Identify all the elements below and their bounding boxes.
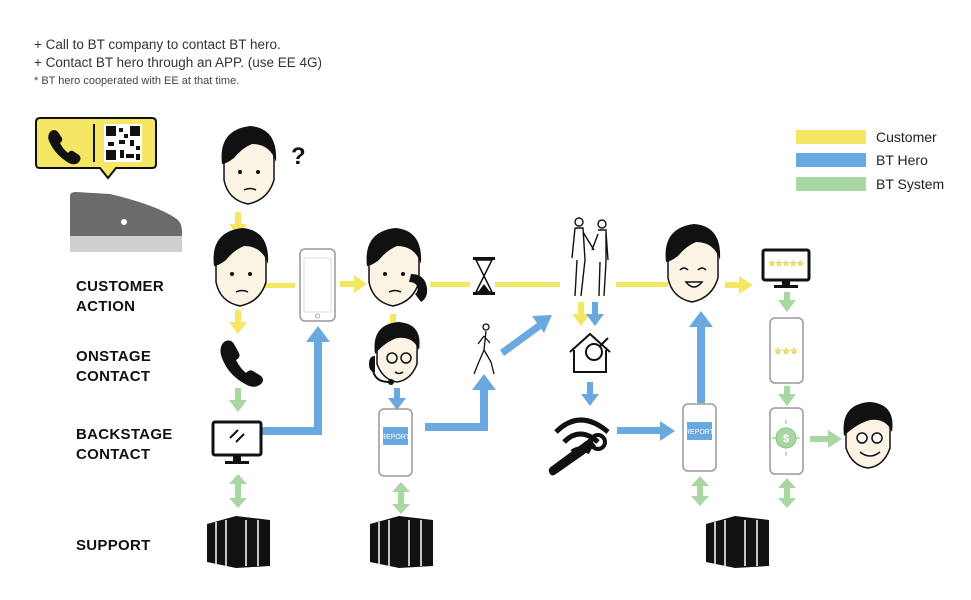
dollar-sign: $	[783, 433, 789, 445]
router-icon	[70, 192, 182, 252]
lane-onstage-contact: ONSTAGE CONTACT	[76, 348, 152, 385]
handshake-icon	[571, 217, 609, 297]
wifi-repair-icon	[548, 417, 610, 476]
note-call: + Call to BT company to contact BT hero.	[34, 37, 281, 52]
note-app: + Contact BT hero through an APP. (use E…	[34, 55, 323, 70]
report-label-2: REPORT	[685, 429, 715, 436]
headset-agent-icon	[369, 322, 420, 385]
legend-customer: Customer	[796, 128, 937, 146]
legend-swatch-customer	[796, 130, 866, 144]
lane-support: SUPPORT	[76, 537, 151, 554]
rating-monitor-icon	[761, 248, 811, 288]
note-ee: * BT hero cooperated with EE at that tim…	[34, 75, 240, 87]
legend-swatch-hero	[796, 153, 866, 167]
rating-stars-phone: ★★★	[774, 346, 798, 356]
legend-bt-system: BT System	[796, 175, 944, 193]
legend-swatch-system	[796, 177, 866, 191]
smartphone-icon	[299, 248, 336, 322]
lane-backstage-contact: BACKSTAGE CONTACT	[76, 426, 173, 463]
rating-phone-icon	[769, 317, 804, 384]
report-phone-icon-2	[682, 403, 717, 472]
server-rack-icon	[207, 516, 769, 568]
worried-face-icon	[213, 126, 428, 307]
phone-qr-sign-icon	[35, 117, 157, 180]
report-label-1: REPORT	[381, 434, 411, 441]
house-search-icon	[569, 332, 611, 373]
phone-call-icon	[220, 340, 263, 387]
legend-bt-hero: BT Hero	[796, 151, 928, 169]
lane-customer-action: CUSTOMER ACTION	[76, 278, 164, 315]
happy-face-icon	[665, 224, 721, 303]
payment-phone-icon	[769, 407, 804, 475]
monitor-icon	[211, 420, 263, 464]
glasses-face-icon	[843, 402, 893, 469]
report-phone-icon	[378, 408, 413, 477]
rating-stars-monitor: ★★★★★	[768, 259, 804, 268]
hourglass-icon	[473, 257, 495, 295]
walking-person-icon	[473, 323, 495, 375]
question-mark: ?	[291, 143, 306, 170]
system-flow	[229, 292, 842, 514]
hero-flow	[262, 302, 713, 441]
